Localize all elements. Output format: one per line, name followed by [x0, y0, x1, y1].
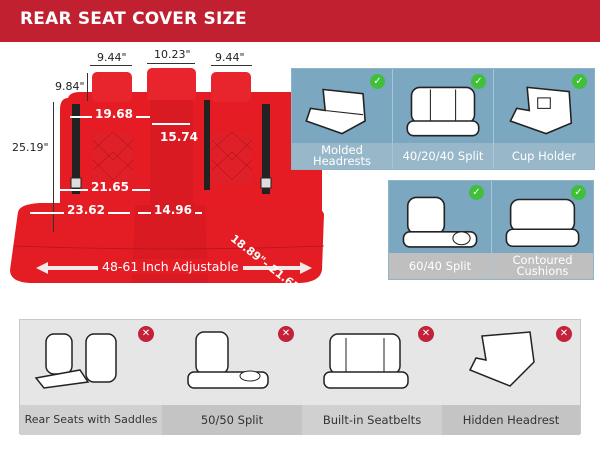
page-title: REAR SEAT COVER SIZE	[20, 9, 247, 29]
feature-hidden-headrest: ✕ Hidden Headrest	[442, 320, 580, 435]
headrest-center-width: 10.23"	[154, 48, 191, 61]
check-icon: ✓	[572, 74, 587, 89]
check-icon: ✓	[471, 74, 486, 89]
cushion-center-width: 14.96	[151, 203, 195, 217]
feature-60-40-split: ✓ 60/40 Split	[389, 181, 491, 279]
feature-label: Contoured Cushions	[492, 253, 593, 279]
feature-contoured-cushions: ✓ Contoured Cushions	[492, 181, 593, 279]
x-icon: ✕	[138, 326, 154, 342]
feature-label: 50/50 Split	[162, 405, 302, 435]
check-icon: ✓	[469, 185, 484, 200]
check-icon: ✓	[370, 74, 385, 89]
cup-holder-seat-icon	[509, 86, 573, 135]
backrest-upper-width: 19.68	[92, 107, 136, 121]
feature-40-20-40-split: ✓ 40/20/40 Split	[393, 69, 493, 169]
saddle-seat-icon	[34, 333, 117, 389]
cushion-left-width: 23.62	[64, 203, 108, 217]
check-icon: ✓	[571, 185, 586, 200]
split-50-50-seat-icon	[187, 331, 269, 389]
backrest-height: 25.19"	[12, 141, 49, 154]
backrest-lower-width: 21.65	[88, 180, 132, 194]
feature-label: Molded Headrests	[292, 143, 392, 169]
feature-label: Hidden Headrest	[442, 405, 580, 435]
molded-headrests-seat-icon	[305, 88, 366, 135]
red-rear-seat-illustration	[10, 68, 325, 283]
seat-dimension-diagram: 9.44" 10.23" 9.44" 9.84" 25.19" 19.68 15…	[0, 42, 330, 297]
headrest-height: 9.84"	[55, 80, 85, 93]
adjustable-range-label: 48-61 Inch Adjustable	[98, 259, 243, 274]
feature-rear-seats-with-saddles: ✕ Rear Seats with Saddles	[20, 320, 162, 435]
x-icon: ✕	[556, 326, 572, 342]
split-40-20-40-seat-icon	[406, 86, 480, 137]
feature-built-in-seatbelts: ✕ Built-in Seatbelts	[302, 320, 442, 435]
x-icon: ✕	[278, 326, 294, 342]
feature-label: Rear Seats with Saddles	[20, 405, 162, 435]
feature-molded-headrests: ✓ Molded Headrests	[292, 69, 392, 169]
compatible-features-row-1: ✓ Molded Headrests ✓ 40/20/40 Split ✓ Cu…	[291, 68, 595, 170]
backrest-center-width: 15.74	[160, 130, 198, 144]
feature-cup-holder: ✓ Cup Holder	[494, 69, 594, 169]
feature-50-50-split: ✕ 50/50 Split	[162, 320, 302, 435]
built-in-seatbelts-seat-icon	[323, 333, 409, 389]
x-icon: ✕	[418, 326, 434, 342]
contoured-cushions-seat-icon	[505, 198, 580, 248]
feature-label: Cup Holder	[494, 143, 594, 169]
feature-label: Built-in Seatbelts	[302, 405, 442, 435]
split-60-40-seat-icon	[402, 196, 478, 248]
compatible-features-row-2: ✓ 60/40 Split ✓ Contoured Cushions	[388, 180, 594, 280]
incompatible-features-panel: ✕ Rear Seats with Saddles ✕ 50/50 Split …	[19, 319, 581, 435]
headrest-right-width: 9.44"	[215, 51, 245, 64]
feature-label: 60/40 Split	[389, 253, 491, 279]
feature-label: 40/20/40 Split	[393, 143, 493, 169]
header-banner: REAR SEAT COVER SIZE	[0, 0, 600, 42]
headrest-left-width: 9.44"	[97, 51, 127, 64]
hidden-headrest-seat-icon	[468, 331, 535, 387]
